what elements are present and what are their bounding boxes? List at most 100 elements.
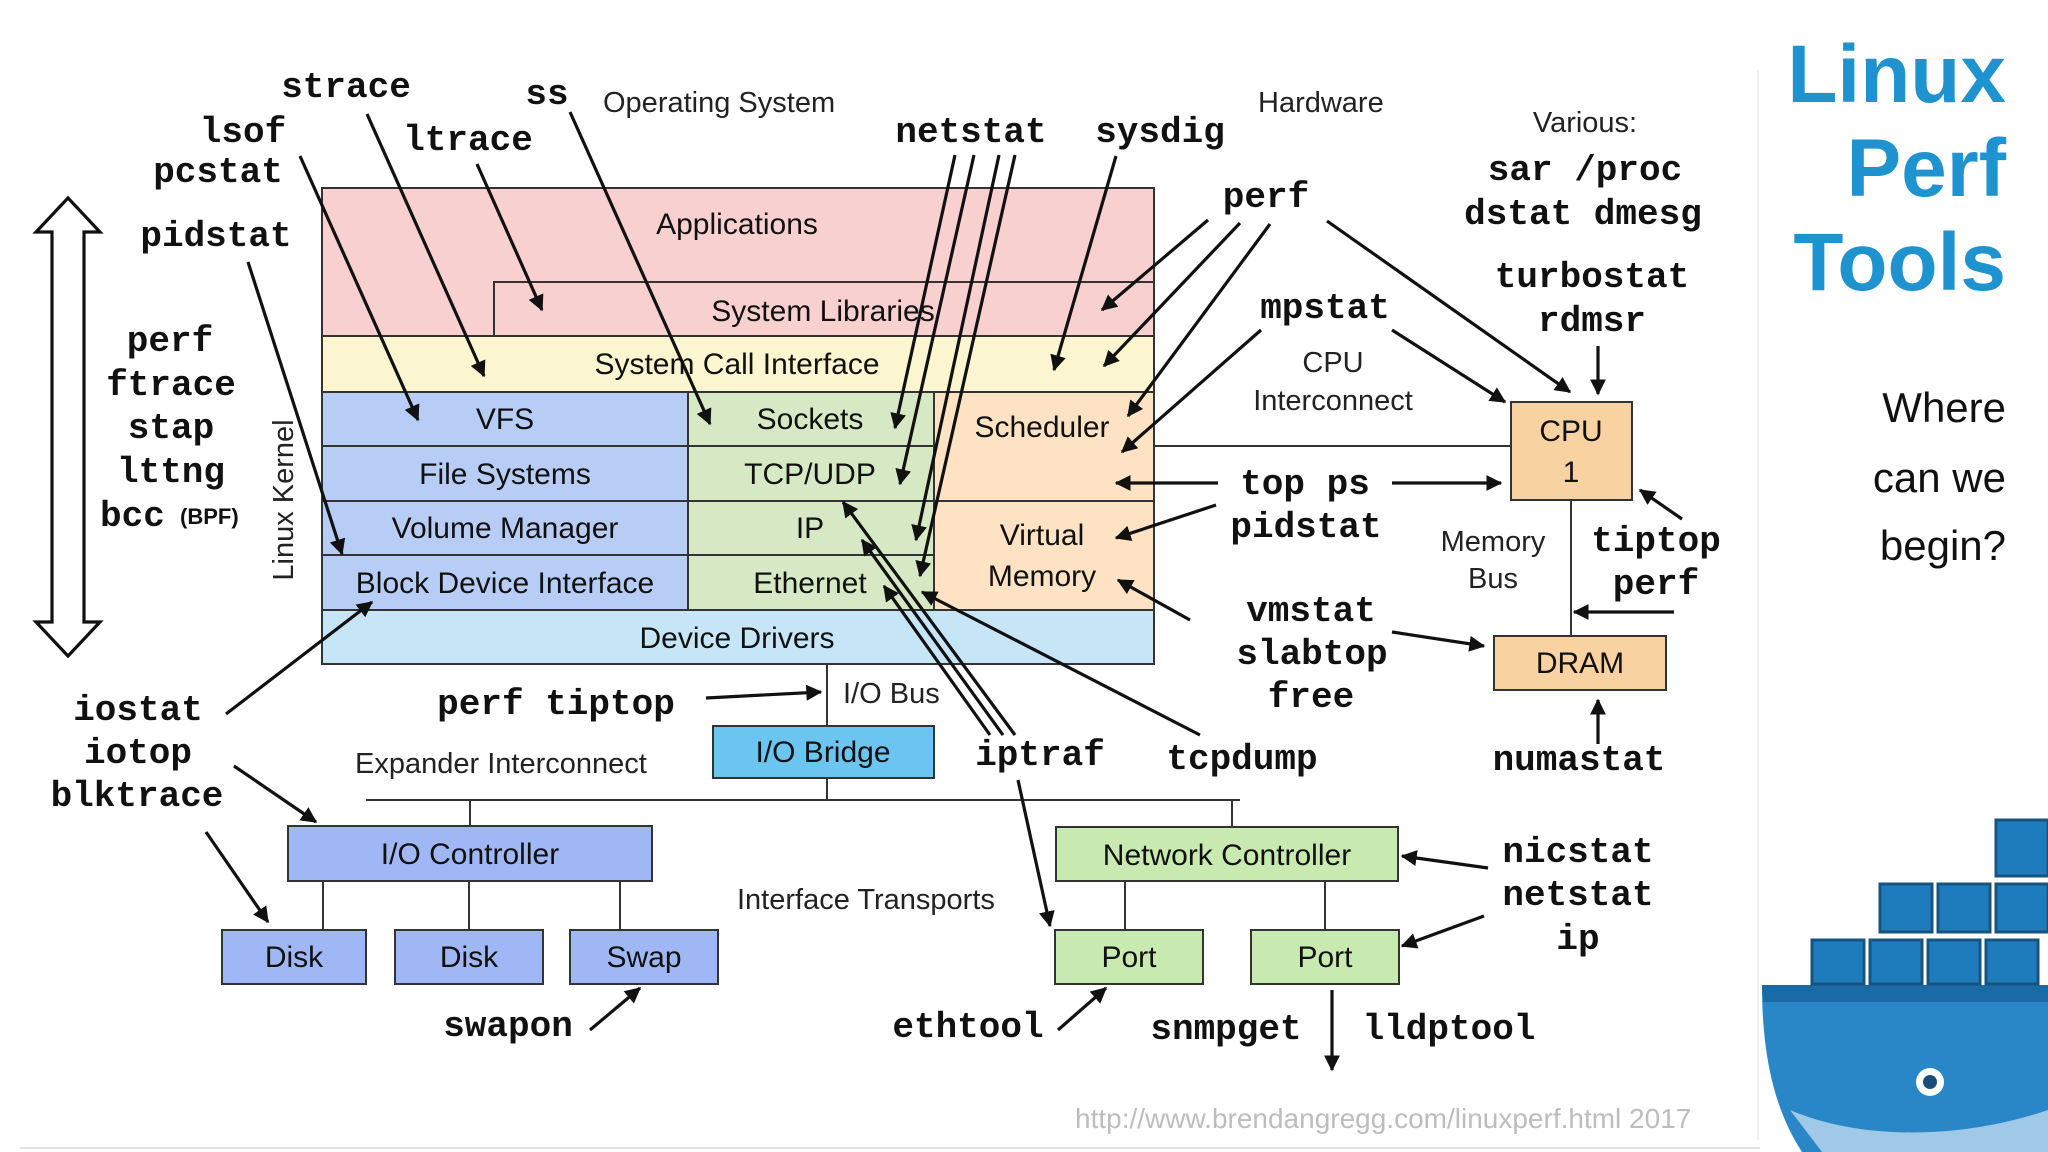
virtual-memory-label-2: Memory xyxy=(988,560,1096,593)
question-line-3: begin? xyxy=(1879,522,2006,569)
io-bridge-box xyxy=(712,725,935,779)
ethernet-label: Ethernet xyxy=(753,567,867,600)
tool-swapon: swapon xyxy=(443,1006,573,1047)
ip-box xyxy=(687,500,935,556)
full-stack-arrow xyxy=(32,195,104,659)
port-1-box xyxy=(1054,929,1204,985)
tool-tcpdump: tcpdump xyxy=(1166,739,1317,780)
ip-label: IP xyxy=(796,512,824,545)
system-libraries-label: System Libraries xyxy=(711,295,934,328)
tool-sar-proc: sar /proc xyxy=(1488,150,1682,191)
tool-top-ps: top ps xyxy=(1240,464,1370,505)
tool-numastat: numastat xyxy=(1493,740,1666,781)
io-controller-label: I/O Controller xyxy=(381,838,559,871)
bus-lines xyxy=(322,445,1572,930)
virtual-memory-box xyxy=(933,500,1155,611)
tool-ss: ss xyxy=(525,74,568,115)
scheduler-label: Scheduler xyxy=(974,411,1109,444)
port-1-label: Port xyxy=(1101,941,1157,974)
cpu-interconnect-label-2: Interconnect xyxy=(1253,385,1413,417)
interface-transports-label: Interface Transports xyxy=(737,884,995,916)
cpu-box xyxy=(1510,401,1633,501)
dram-label: DRAM xyxy=(1536,647,1624,680)
volume-manager-label: Volume Manager xyxy=(392,512,619,545)
hardware-label: Hardware xyxy=(1258,87,1384,119)
port-2-label: Port xyxy=(1297,941,1353,974)
cpu-interconnect-label-1: CPU xyxy=(1302,347,1363,379)
source-url: http://www.brendangregg.com/linuxperf.ht… xyxy=(1075,1103,1692,1134)
tool-iptraf: iptraf xyxy=(975,735,1105,776)
tool-slabtop: slabtop xyxy=(1236,634,1387,675)
tool-perf-side: perf xyxy=(127,321,213,362)
disk-2-label: Disk xyxy=(440,941,499,974)
tool-netstat-bottom: netstat xyxy=(1502,875,1653,916)
tool-perf-top: perf xyxy=(1223,177,1309,218)
tool-perf-right: perf xyxy=(1613,564,1699,605)
tool-lttng: lttng xyxy=(117,452,225,493)
tool-snmpget: snmpget xyxy=(1150,1009,1301,1050)
tool-lsof: lsof xyxy=(200,112,286,153)
cpu-number: 1 xyxy=(1563,456,1580,489)
tool-ethtool: ethtool xyxy=(892,1007,1043,1048)
title-line-1: Linux xyxy=(1787,29,2006,120)
tool-vmstat: vmstat xyxy=(1246,591,1376,632)
tool-free: free xyxy=(1268,677,1354,718)
tool-blktrace: blktrace xyxy=(51,776,224,817)
io-controller-box xyxy=(287,825,653,882)
tool-iotop: iotop xyxy=(84,733,192,774)
tool-dstat-dmesg: dstat dmesg xyxy=(1464,194,1702,235)
tool-iostat: iostat xyxy=(73,690,203,731)
tool-nicstat: nicstat xyxy=(1502,832,1653,873)
dram-box xyxy=(1493,635,1667,691)
title-line-3: Tools xyxy=(1793,217,2006,308)
tool-rdmsr: rdmsr xyxy=(1538,301,1646,342)
tool-pidstat-left: pidstat xyxy=(140,216,291,257)
tool-strace: strace xyxy=(281,67,411,108)
tool-ftrace: ftrace xyxy=(106,365,236,406)
tool-pcstat: pcstat xyxy=(153,152,283,193)
cpu-label: CPU xyxy=(1539,415,1602,448)
expander-interconnect-label: Expander Interconnect xyxy=(355,748,647,780)
docker-whale-logo xyxy=(1762,818,2048,1152)
system-libraries-box xyxy=(493,281,1155,337)
device-drivers-box xyxy=(321,609,1155,665)
tool-pidstat-mid: pidstat xyxy=(1230,507,1381,548)
tool-lldptool: lldptool xyxy=(1363,1009,1536,1050)
block-device-label: Block Device Interface xyxy=(356,567,654,600)
tool-stap: stap xyxy=(128,408,214,449)
question-line-1: Where xyxy=(1882,384,2006,431)
tool-sysdig: sysdig xyxy=(1095,112,1225,153)
vfs-label: VFS xyxy=(476,403,534,436)
disk-1-label: Disk xyxy=(265,941,324,974)
slide-divider xyxy=(1757,70,1759,1140)
tool-ip: ip xyxy=(1556,919,1599,960)
tool-turbostat: turbostat xyxy=(1495,257,1689,298)
slide-title: Linux Perf Tools xyxy=(1787,28,2006,310)
sockets-label: Sockets xyxy=(757,403,864,436)
device-drivers-label: Device Drivers xyxy=(639,622,834,655)
disk-1-box xyxy=(221,929,367,985)
network-controller-label: Network Controller xyxy=(1103,839,1351,872)
memory-bus-label-2: Bus xyxy=(1468,563,1518,595)
syscall-label: System Call Interface xyxy=(594,348,879,381)
applications-label: Applications xyxy=(656,208,818,241)
various-label: Various: xyxy=(1533,107,1637,139)
file-systems-label: File Systems xyxy=(419,458,591,491)
tool-netstat-top: netstat xyxy=(895,112,1046,153)
swap-box xyxy=(569,929,719,985)
io-bus-label: I/O Bus xyxy=(843,678,940,710)
linux-kernel-label: Linux Kernel xyxy=(268,419,300,580)
io-bridge-label: I/O Bridge xyxy=(755,736,890,769)
tool-ltrace: ltrace xyxy=(403,120,533,161)
tcp-udp-label: TCP/UDP xyxy=(744,458,876,491)
disk-2-box xyxy=(394,929,544,985)
title-line-2: Perf xyxy=(1846,123,2006,214)
tool-bcc: bcc xyxy=(100,496,165,537)
scheduler-box xyxy=(933,391,1155,502)
operating-system-label: Operating System xyxy=(603,87,835,119)
tool-perf-tiptop: perf tiptop xyxy=(437,684,675,725)
swap-label: Swap xyxy=(606,941,681,974)
volume-manager-box xyxy=(321,500,689,556)
tool-arrows xyxy=(204,111,1683,1072)
